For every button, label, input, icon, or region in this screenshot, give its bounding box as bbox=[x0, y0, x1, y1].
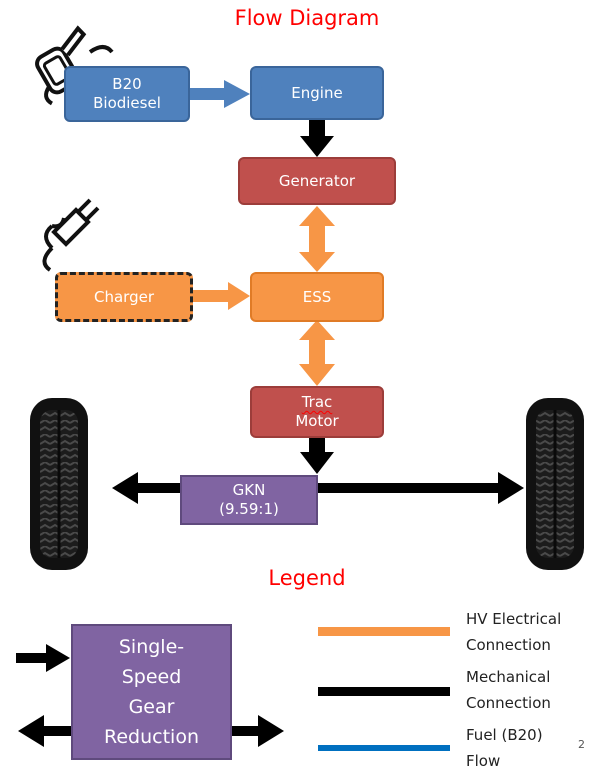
fuel-hose bbox=[88, 45, 114, 54]
fuel-node-line2: Biodiesel bbox=[93, 94, 161, 112]
hv-electrical-arrow bbox=[299, 206, 335, 272]
gear-box-line4: Reduction bbox=[104, 726, 199, 748]
tire-icon bbox=[526, 398, 584, 570]
gear-box-line2: Speed bbox=[121, 666, 182, 688]
legend-line-mechanical bbox=[318, 687, 450, 696]
legend-title: Legend bbox=[268, 566, 346, 590]
legend-output-arrow-left bbox=[18, 715, 72, 747]
legend-label-mechanical: Mechanical Connection bbox=[466, 668, 551, 712]
mechanical-arrow bbox=[300, 119, 334, 157]
hv-electrical-arrow bbox=[299, 320, 335, 386]
legend-label-fuel: Fuel (B20) Flow bbox=[466, 726, 543, 770]
page-number: 2 bbox=[578, 738, 585, 751]
fuel-node-line1: B20 bbox=[112, 75, 142, 93]
axle-arrow-left bbox=[112, 472, 182, 504]
charger-node: Charger bbox=[55, 272, 193, 322]
gear-box-line1: Single- bbox=[118, 636, 185, 658]
fuel-flow-arrow bbox=[190, 80, 250, 108]
trac-motor-line2: Motor bbox=[295, 412, 339, 430]
legend-label-hv: HV Electrical Connection bbox=[466, 610, 562, 654]
trac-motor-line1: Trac bbox=[301, 393, 333, 411]
generator-node: Generator bbox=[238, 157, 396, 205]
legend-line-fuel bbox=[318, 745, 450, 751]
axle-arrow-right bbox=[318, 472, 524, 504]
tire-icon bbox=[30, 398, 88, 570]
diagram-title: Flow Diagram bbox=[234, 6, 380, 30]
gkn-node-line1: GKN bbox=[232, 481, 266, 499]
gkn-node: GKN (9.59:1) bbox=[180, 475, 318, 525]
hv-electrical-arrow bbox=[192, 282, 250, 310]
gkn-node-line2: (9.59:1) bbox=[219, 500, 279, 518]
mechanical-arrow bbox=[300, 438, 334, 474]
fuel-nozzle-icon bbox=[35, 25, 87, 106]
legend-output-arrow-right bbox=[232, 715, 284, 747]
gear-box-line3: Gear bbox=[128, 696, 175, 718]
legend-line-hv bbox=[318, 627, 450, 636]
fuel-node: B20 Biodiesel bbox=[64, 66, 190, 122]
legend-gear-box: Single- Speed Gear Reduction bbox=[71, 624, 232, 760]
trac-motor-node: Trac Motor bbox=[250, 386, 384, 438]
ess-node: ESS bbox=[250, 272, 384, 322]
electric-plug-icon bbox=[42, 198, 100, 272]
legend-input-arrow bbox=[16, 644, 70, 672]
engine-node: Engine bbox=[250, 66, 384, 120]
